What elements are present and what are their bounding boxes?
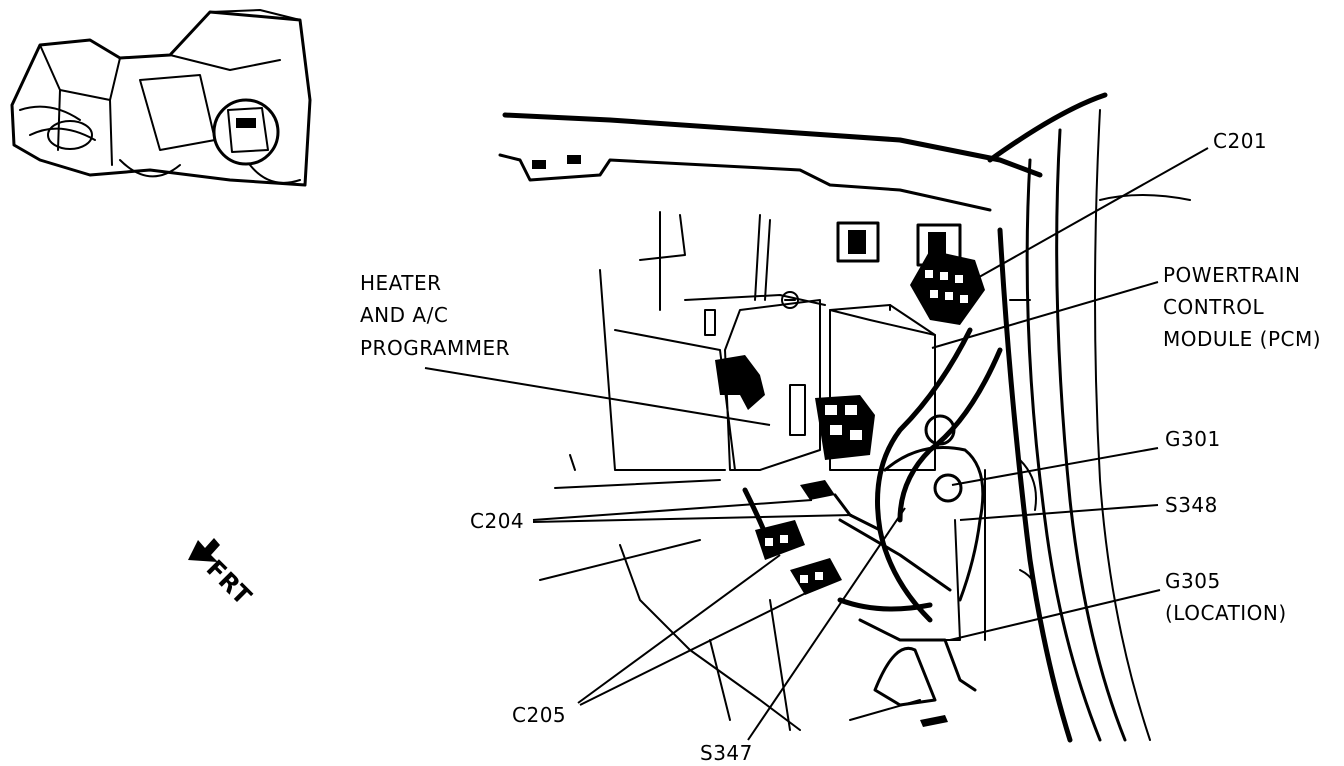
label-heater-line2: AND A/C — [360, 303, 448, 327]
label-g301: G301 — [1165, 427, 1221, 451]
front-arrow-icon — [188, 538, 220, 562]
callout-labels: C201 POWERTRAIN CONTROL MODULE (PCM) HEA… — [360, 129, 1321, 765]
label-heater-line1: HEATER — [360, 271, 442, 295]
label-s347: S347 — [700, 741, 753, 765]
leader-c201 — [964, 147, 1209, 286]
label-c205: C205 — [512, 703, 566, 727]
label-g305-line2: (LOCATION) — [1165, 601, 1287, 625]
label-g305-line1: G305 — [1165, 569, 1221, 593]
leader-pcm — [931, 281, 1159, 349]
direction-label: FRT — [201, 554, 257, 610]
leader-heater — [424, 367, 771, 426]
leader-s348 — [959, 504, 1159, 521]
label-pcm-line1: POWERTRAIN — [1163, 263, 1301, 287]
leader-c204-a — [532, 499, 813, 521]
label-pcm-line2: CONTROL — [1163, 295, 1265, 319]
leader-g301 — [951, 447, 1159, 486]
label-c204: C204 — [470, 509, 524, 533]
label-pcm-line3: MODULE (PCM) — [1163, 327, 1321, 351]
label-s348: S348 — [1165, 493, 1218, 517]
label-heater-line3: PROGRAMMER — [360, 336, 510, 360]
leader-s347 — [747, 507, 906, 741]
leader-c205-b — [579, 589, 813, 706]
label-c201: C201 — [1213, 129, 1267, 153]
body-panel-drawing — [498, 92, 1191, 743]
leader-lines — [424, 147, 1209, 741]
leader-g305 — [949, 589, 1161, 641]
leader-c204-b — [532, 514, 853, 523]
vehicle-locator-icon — [10, 9, 312, 187]
leader-c205-a — [577, 554, 781, 704]
